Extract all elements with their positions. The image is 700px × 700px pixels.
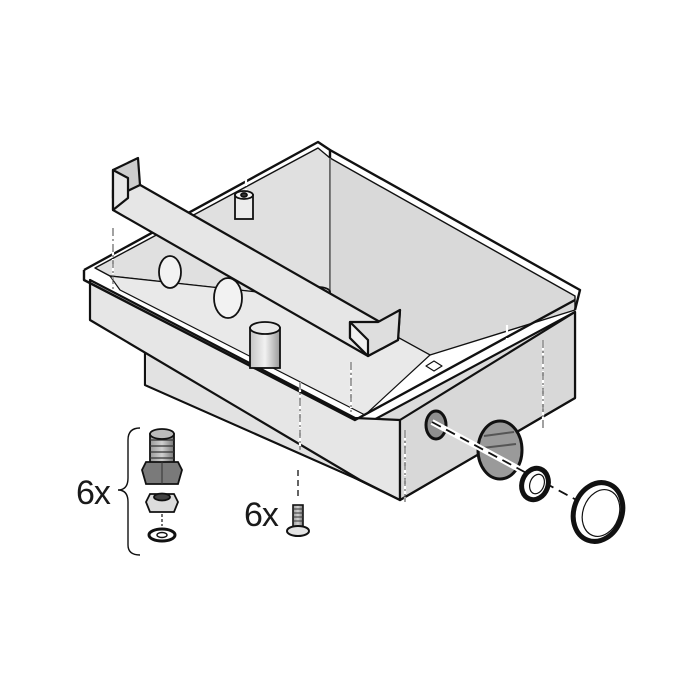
seal-axis-line	[430, 419, 597, 513]
large-o-ring	[570, 480, 626, 544]
internal-cylinders	[158, 255, 331, 369]
u-bracket	[111, 156, 402, 358]
hex-nut	[145, 492, 179, 513]
internal-post	[234, 190, 254, 220]
flange-screw	[286, 504, 310, 537]
hex-bolt	[141, 428, 183, 485]
small-o-ring	[519, 465, 551, 503]
washer	[147, 527, 177, 543]
bracket-brace	[117, 427, 141, 556]
bolt-set-quantity-label: 6x	[76, 474, 111, 512]
screw-quantity-label: 6x	[244, 496, 279, 534]
